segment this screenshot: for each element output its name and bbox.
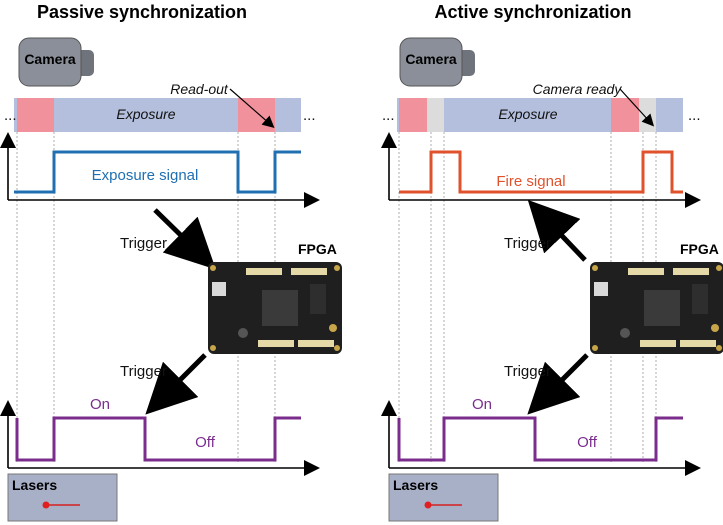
annotation-pointer: [229, 88, 275, 128]
annotation-label: Camera ready: [533, 81, 623, 97]
readout-segment: [238, 98, 275, 132]
passive-title: Passive synchronization: [37, 2, 247, 22]
lasers-label: Lasers: [12, 477, 57, 493]
active-panel: Active synchronization Camera ... ... Ex…: [381, 2, 723, 522]
laser-signal-axes: [0, 400, 320, 476]
ellipsis-right: ...: [688, 107, 701, 124]
fpga-label: FPGA: [298, 241, 337, 257]
lasers-label: Lasers: [393, 477, 438, 493]
laser-beam-icon: [42, 501, 80, 509]
ellipsis-right: ...: [303, 107, 316, 124]
fire-signal-trace: [399, 150, 683, 194]
exposure-signal-trace: [14, 150, 301, 194]
fpga-board-icon: [590, 262, 723, 354]
laser-signal-trace: [397, 416, 683, 462]
active-title: Active synchronization: [434, 2, 631, 22]
lasers-panel: [388, 473, 499, 522]
trigger-top-label: Trigger: [120, 235, 167, 252]
lasers-panel: [7, 473, 118, 522]
annotation-pointer: [619, 88, 655, 127]
ready-segment: [639, 98, 656, 132]
trigger-bottom-label: Trigger: [504, 363, 551, 380]
ellipsis-left: ...: [382, 107, 395, 124]
off-label: Off: [577, 434, 598, 451]
fpga-board-icon: [208, 262, 342, 354]
readout-segment: [17, 98, 54, 132]
readout-segment: [399, 98, 427, 132]
camera-icon: [399, 37, 475, 87]
off-label: Off: [195, 434, 216, 451]
on-label: On: [472, 396, 492, 413]
camera-icon: [18, 37, 94, 87]
trigger-bottom-label: Trigger: [120, 363, 167, 380]
arrow-icon: [145, 353, 207, 415]
passive-panel: Passive synchronization Camera ... ... E…: [0, 2, 342, 522]
laser-signal-trace: [15, 416, 301, 462]
annotation-label: Read-out: [170, 81, 229, 97]
on-label: On: [90, 396, 110, 413]
laser-signal-axes: [381, 400, 701, 476]
exposure-signal-axes: [0, 132, 320, 208]
fire-signal-label: Fire signal: [496, 173, 565, 190]
ellipsis-left: ...: [4, 107, 17, 124]
laser-beam-icon: [424, 501, 462, 509]
arrow-icon: [527, 199, 587, 262]
trigger-top-label: Trigger: [504, 235, 551, 252]
readout-segment: [611, 98, 639, 132]
ready-segment: [427, 98, 444, 132]
camera-label: Camera: [24, 51, 76, 67]
exposure-label: Exposure: [116, 106, 175, 122]
exposure-signal-label: Exposure signal: [92, 167, 199, 184]
camera-label: Camera: [405, 51, 457, 67]
exposure-label: Exposure: [498, 106, 557, 122]
arrow-icon: [527, 353, 589, 415]
arrow-icon: [153, 208, 216, 270]
exposure-timeline: [397, 98, 683, 132]
fpga-label: FPGA: [680, 241, 719, 257]
